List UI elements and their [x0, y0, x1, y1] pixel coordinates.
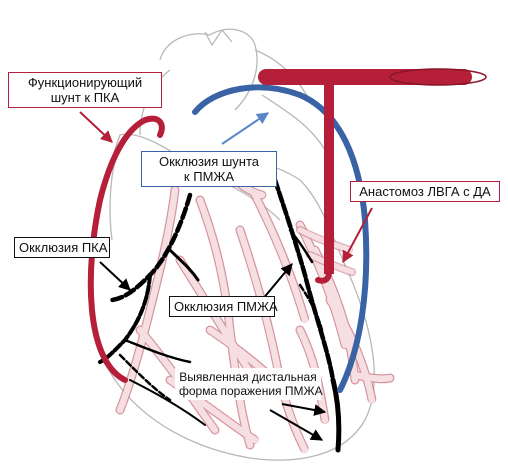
label-line: шунт к ПКА [50, 90, 120, 105]
lad-shunt-occlusion-label: Окклюзия шунта к ПМЖА [141, 151, 277, 187]
occluded-vessels [98, 177, 342, 453]
distal-lad-lesion-label: Выявленная дистальная форма поражения ПМ… [175, 368, 323, 400]
label-line: Функционирующий [27, 75, 143, 90]
lad-occlusion-label: Окклюзия ПМЖА [169, 296, 278, 317]
rca-occlusion-label: Окклюзия ПКА [14, 237, 110, 258]
pointer-arrows [79, 111, 373, 441]
lima-diagonal-anastomosis-label: Анастомоз ЛВГА с ДА [350, 181, 500, 202]
lad-graft [192, 84, 370, 393]
lima-graft [258, 68, 487, 284]
label-line: Анастомоз ЛВГА с ДА [359, 184, 491, 199]
rca-graft [87, 115, 165, 383]
label-line: форма поражения ПМЖА [179, 384, 323, 398]
label-line: к ПМЖА [183, 169, 235, 184]
label-line: Выявленная дистальная [179, 370, 317, 384]
label-line: Окклюзия шунта [159, 154, 259, 169]
functioning-rca-shunt-label: Функционирующий шунт к ПКА [8, 72, 162, 108]
label-line: Окклюзия ПМЖА [174, 299, 278, 314]
coronary-vessels [115, 170, 395, 455]
label-line: Окклюзия ПКА [19, 240, 108, 255]
